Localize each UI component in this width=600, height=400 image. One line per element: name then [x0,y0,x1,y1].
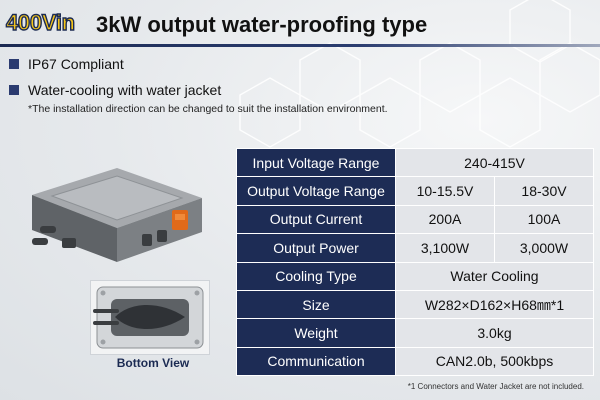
bottom-view-label: Bottom View [116,356,190,370]
spec-value: 100A [494,204,594,235]
spec-row-output-power: Output Power 3,100W 3,000W [236,233,594,263]
spec-table: Input Voltage Range 240-415V Output Volt… [236,147,594,377]
spec-label: Cooling Type [236,261,396,291]
footnote: *1 Connectors and Water Jacket are not i… [407,382,584,391]
spec-label: Weight [236,318,396,348]
installation-note: *The installation direction can be chang… [28,103,388,115]
spec-row-output-current: Output Current 200A 100A [236,204,594,235]
spec-row-input-voltage: Input Voltage Range 240-415V [236,147,594,178]
bullet-text: IP67 Compliant [28,56,124,72]
spec-label: Size [236,289,396,320]
spec-value: Water Cooling [395,261,594,291]
page-title: 3kW output water-proofing type [96,12,428,37]
bottom-view-drawing [93,286,204,349]
header-divider [0,44,600,47]
spec-value: 18-30V [494,176,594,206]
spec-row-weight: Weight 3.0kg [236,318,594,348]
spec-label: Input Voltage Range [236,147,396,178]
bullet-text: Water-cooling with water jacket [28,82,222,98]
spec-label: Output Power [236,233,396,263]
bottom-view-image [90,280,210,355]
bullet-ip67: IP67 Compliant [9,56,124,72]
spec-value: 10-15.5V [395,176,495,206]
bullet-square-icon [9,59,19,69]
spec-value: W282×D162×H68㎜*1 [395,289,594,320]
bullet-water-cooling: Water-cooling with water jacket [9,82,221,98]
spec-value: 3,000W [494,233,594,263]
spec-label: Output Voltage Range [236,176,396,206]
spec-label: Communication [236,346,396,377]
bullet-square-icon [9,85,19,95]
spec-value: 3.0kg [395,318,594,348]
voltage-badge: 400Vin [5,9,75,35]
header: 400Vin 3kW output water-proofing type [0,0,600,48]
spec-row-cooling-type: Cooling Type Water Cooling [236,261,594,291]
spec-value: 200A [395,204,495,235]
spec-value: 3,100W [395,233,495,263]
spec-value: CAN2.0b, 500kbps [395,346,594,377]
spec-row-communication: Communication CAN2.0b, 500kbps [236,346,594,377]
spec-row-output-voltage: Output Voltage Range 10-15.5V 18-30V [236,176,594,206]
converter-unit-image [32,168,202,262]
spec-label: Output Current [236,204,396,235]
spec-value: 240-415V [395,147,594,178]
spec-row-size: Size W282×D162×H68㎜*1 [236,289,594,320]
